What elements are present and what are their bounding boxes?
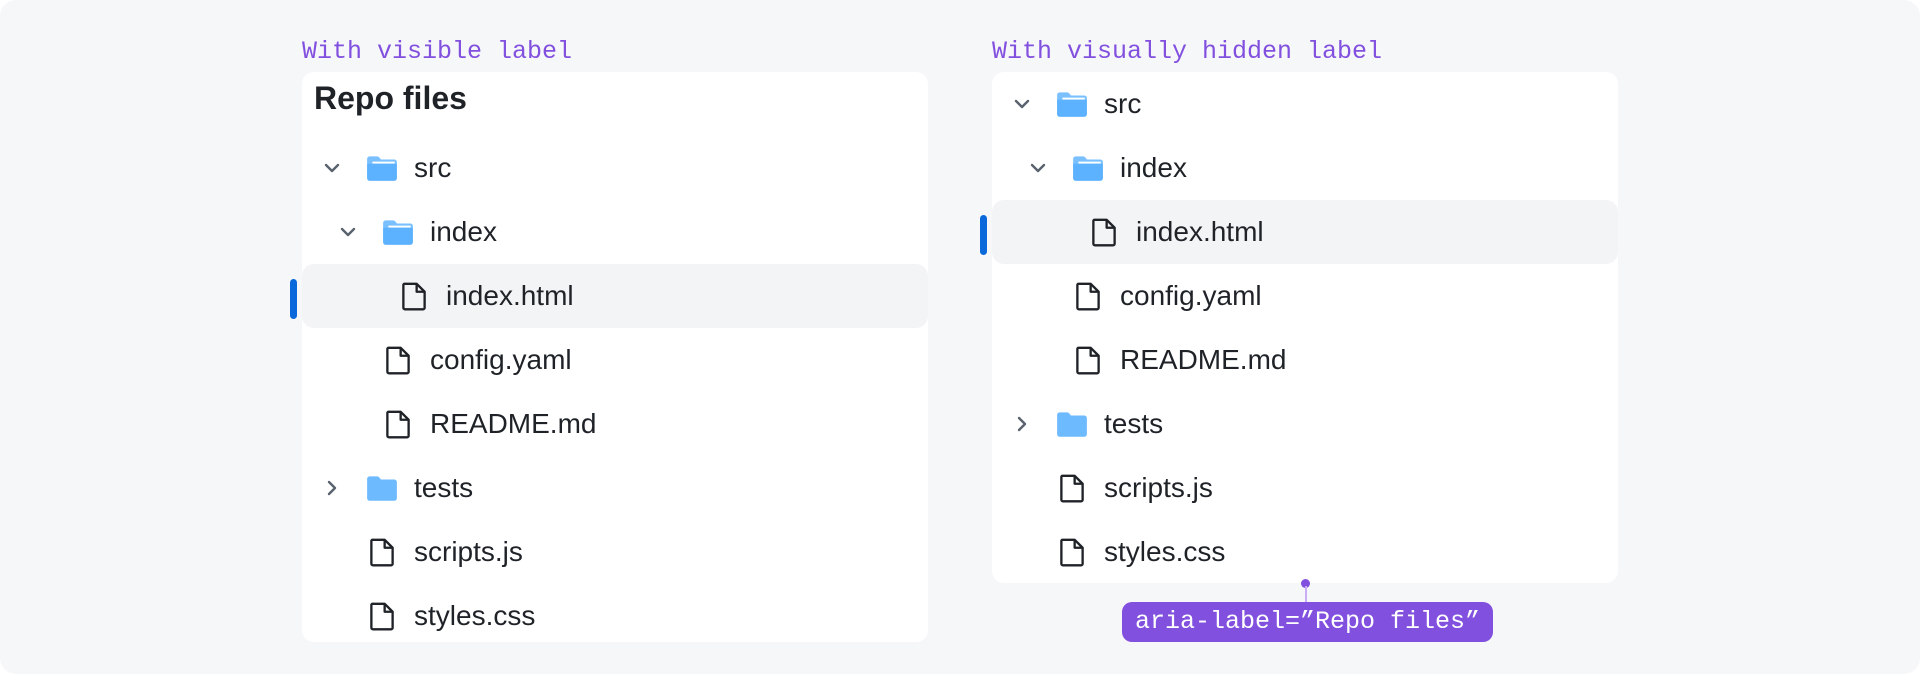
file-icon (380, 342, 416, 378)
tree-item-label: index.html (1136, 216, 1264, 247)
tree-title: Repo files (314, 80, 467, 116)
chevron-down-icon[interactable] (1006, 88, 1038, 120)
file-icon (1070, 342, 1106, 378)
tree-item-label: README.md (430, 408, 597, 439)
chevron-right-icon[interactable] (316, 472, 348, 504)
chevron-right-icon[interactable] (1006, 408, 1038, 440)
left-tree: src index index.html config.yaml (290, 136, 928, 648)
tree-item-tests[interactable]: tests (302, 456, 928, 520)
tree-item-label: styles.css (1104, 536, 1226, 567)
tree-item-label: index (1120, 152, 1187, 183)
tree-item-label: src (414, 152, 452, 183)
chevron-down-icon[interactable] (316, 152, 348, 184)
chevron-down-icon[interactable] (332, 216, 364, 248)
file-icon (380, 406, 416, 442)
file-icon (1086, 214, 1122, 250)
tree-item-readme-md[interactable]: README.md (992, 328, 1618, 392)
tree-item-src[interactable]: src (992, 72, 1618, 136)
right-caption: With visually hidden label (992, 37, 1383, 66)
tree-item-src[interactable]: src (302, 136, 928, 200)
file-icon (1054, 534, 1090, 570)
tree-item-label: tests (1104, 408, 1164, 439)
aria-label-annotation: aria-label=”Repo files” (1122, 602, 1494, 642)
tree-item-label: index.html (446, 280, 574, 311)
tree-item-label: styles.css (414, 600, 536, 631)
annotation-dot (1301, 579, 1310, 588)
tree-item-label: scripts.js (414, 536, 523, 567)
folder-open-icon (1054, 86, 1090, 122)
tree-item-index[interactable]: index (302, 200, 928, 264)
folder-icon (364, 470, 400, 506)
right-tree-panel: src index index.html config.yaml (980, 72, 1618, 584)
tree-item-scripts-js[interactable]: scripts.js (302, 520, 928, 584)
right-tree: src index index.html config.yaml (980, 72, 1618, 584)
tree-item-tests[interactable]: tests (992, 392, 1618, 456)
tree-item-index[interactable]: index (992, 136, 1618, 200)
tree-item-label: scripts.js (1104, 472, 1213, 503)
tree-item-label: README.md (1120, 344, 1287, 375)
chevron-down-icon[interactable] (1022, 152, 1054, 184)
file-icon (364, 534, 400, 570)
tree-item-label: src (1104, 88, 1142, 119)
tree-item-config-yaml[interactable]: config.yaml (302, 328, 928, 392)
tree-item-label: config.yaml (1120, 280, 1262, 311)
tree-item-label: index (430, 216, 497, 247)
current-item-indicator (290, 279, 297, 319)
tree-item-index-html[interactable]: index.html (980, 200, 1618, 264)
annotation-connector (1305, 586, 1307, 602)
tree-item-styles-css[interactable]: styles.css (992, 520, 1618, 584)
tree-item-styles-css[interactable]: styles.css (302, 584, 928, 648)
file-icon (396, 278, 432, 314)
file-icon (364, 598, 400, 634)
tree-item-readme-md[interactable]: README.md (302, 392, 928, 456)
folder-icon (1054, 406, 1090, 442)
file-icon (1054, 470, 1090, 506)
folder-open-icon (380, 214, 416, 250)
tree-item-label: config.yaml (430, 344, 572, 375)
folder-open-icon (364, 150, 400, 186)
tree-item-index-html[interactable]: index.html (290, 264, 928, 328)
tree-item-config-yaml[interactable]: config.yaml (992, 264, 1618, 328)
file-icon (1070, 278, 1106, 314)
tree-item-scripts-js[interactable]: scripts.js (992, 456, 1618, 520)
left-caption: With visible label (302, 37, 573, 66)
folder-open-icon (1070, 150, 1106, 186)
left-tree-panel: Repo files src index index.html (290, 72, 928, 642)
current-item-indicator (980, 215, 987, 255)
tree-item-label: tests (414, 472, 474, 503)
